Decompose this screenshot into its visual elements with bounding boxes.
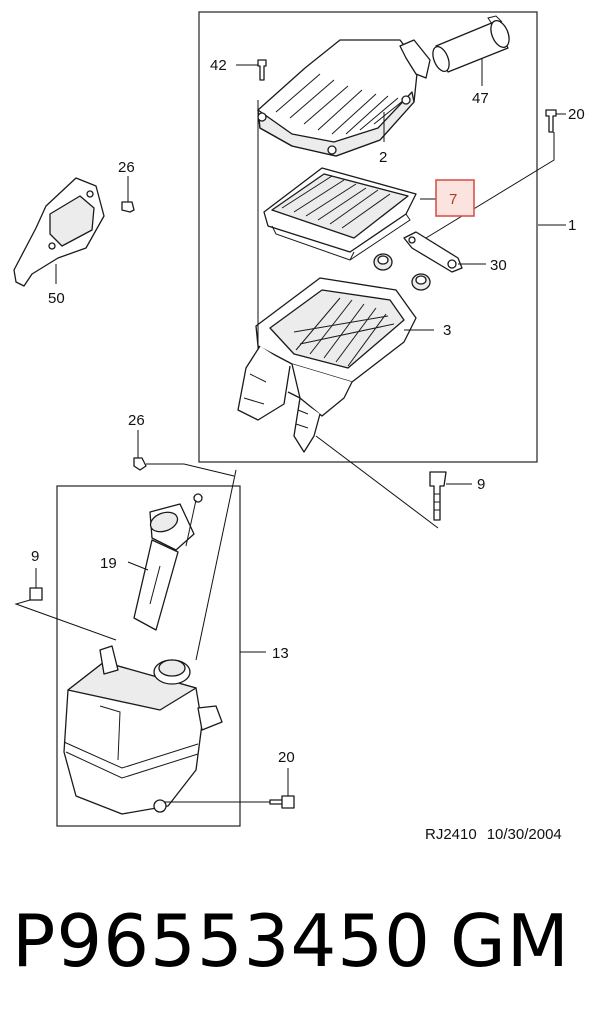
callout-9-lower: 9	[31, 548, 39, 565]
housing-support-bracket	[13, 177, 105, 287]
callout-9-upper: 9	[477, 476, 485, 493]
part-number: P96553450	[12, 899, 431, 983]
callout-7-highlight-box	[435, 179, 475, 217]
intake-hose-connector	[432, 15, 510, 73]
air-cleaner-lower-housing	[237, 277, 417, 453]
callout-3: 3	[443, 322, 451, 339]
leader-lines	[14, 58, 566, 803]
callout-47: 47	[472, 90, 489, 107]
callout-1: 1	[568, 217, 576, 234]
air-intake-pipe	[133, 493, 203, 631]
air-cleaner-upper-cover	[257, 39, 431, 157]
brand-name: GM	[450, 899, 570, 983]
bolt-9-upper	[429, 471, 447, 521]
mounting-bracket-and-grommets	[373, 231, 463, 291]
drawing-code: RJ2410	[425, 826, 477, 843]
screw-26-upper	[121, 201, 135, 213]
bolt-42	[257, 59, 267, 81]
air-cleaner-group-frame	[198, 11, 538, 463]
callout-30: 30	[490, 257, 507, 274]
callout-42: 42	[210, 57, 227, 74]
part-number-footer: P96553450 GM	[12, 896, 592, 986]
callout-2: 2	[379, 149, 387, 166]
drawing-date: 10/30/2004	[486, 826, 562, 843]
callout-7: 7	[449, 191, 457, 208]
bolt-20-lower	[269, 795, 295, 809]
screw-26-lower	[133, 457, 147, 471]
callout-26-lower: 26	[128, 412, 145, 429]
callout-50: 50	[48, 290, 65, 307]
bolt-9-lower	[29, 587, 43, 601]
callout-26-upper: 26	[118, 159, 135, 176]
callout-20-lower: 20	[278, 749, 295, 766]
air-filter-element	[263, 167, 417, 261]
drawing-reference: RJ2410 10/30/2004	[425, 826, 562, 843]
intake-resonator	[63, 645, 223, 815]
resonator-group-frame	[56, 485, 241, 827]
bolt-20-upper	[545, 109, 557, 133]
callout-19: 19	[100, 555, 117, 572]
callout-20-upper: 20	[568, 106, 585, 123]
callout-13: 13	[272, 645, 289, 662]
